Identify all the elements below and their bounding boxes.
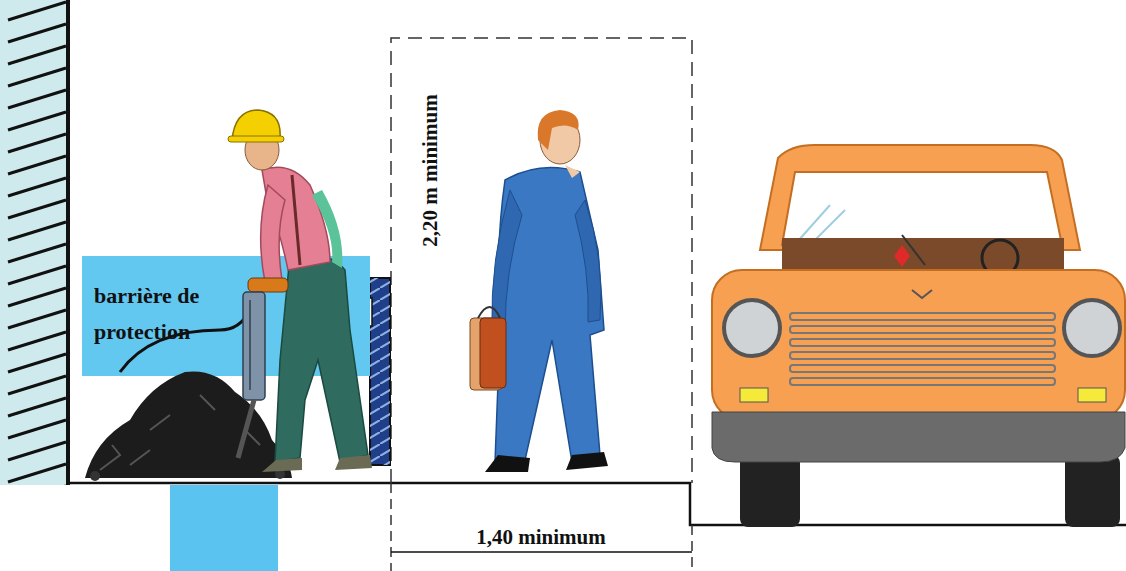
barrier-post: [370, 278, 390, 465]
clearance-outline: [391, 38, 692, 483]
car: [712, 145, 1125, 527]
worker: [120, 110, 372, 472]
dimension-line: [391, 551, 692, 553]
barrier-hatching: [370, 278, 390, 465]
trench: [170, 485, 278, 571]
dimension-tick: [691, 525, 693, 571]
wall-hatching: [0, 0, 70, 485]
height-dimension: 2,20 m minimum: [418, 90, 443, 250]
width-dimension: 1,40 minimum: [472, 525, 610, 550]
wall: [0, 0, 70, 485]
sign-text: barrière de protection: [94, 278, 269, 350]
pedestrian: [470, 110, 608, 472]
ground-line: [70, 483, 1126, 525]
dimension-tick: [390, 483, 392, 571]
wall-face: [66, 0, 70, 485]
